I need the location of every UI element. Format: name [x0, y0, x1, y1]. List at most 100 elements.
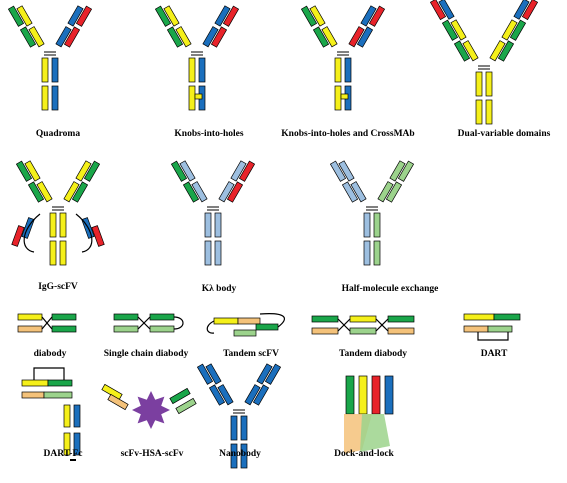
fc-domain: [230, 443, 238, 469]
linker: [375, 318, 389, 332]
nanobody-shape: [196, 363, 282, 469]
tandem-diabody-shape: [311, 315, 415, 335]
fc-domain: [51, 85, 59, 111]
fc-domain: [214, 240, 222, 266]
heavy-chain-domain: [309, 5, 326, 27]
fc-domain: [49, 240, 57, 266]
fc-domain: [334, 85, 342, 111]
fc-domain: [363, 240, 371, 266]
chain-domain: [463, 325, 489, 333]
light-chain-domain: [368, 5, 386, 27]
light-chain-domain: [15, 160, 33, 182]
caption-dock-and-lock: Dock-and-lock: [334, 449, 394, 459]
antibody-kappa-lambda-body: [170, 160, 256, 266]
caption-nanobody: Nanobody: [219, 449, 261, 459]
fc-domain: [240, 443, 248, 469]
caption-tandem-diabody: Tandem diabody: [339, 349, 407, 359]
antibody-dvd: [429, 0, 539, 125]
chain-domain: [47, 379, 73, 387]
heavy-chain-domain: [218, 181, 235, 203]
chain-domain: [255, 323, 279, 331]
light-chain-domain: [453, 40, 471, 62]
fc-domain: [49, 212, 57, 238]
caption-scfv-hsa-scfv: scFv-HSA-scFv: [121, 449, 184, 459]
heavy-chain-domain: [28, 26, 45, 48]
chain-domain: [17, 313, 43, 321]
chain-domain: [463, 313, 495, 321]
fc-domain: [41, 57, 49, 83]
heavy-chain-domain: [438, 0, 455, 20]
fc-domain: [475, 71, 483, 97]
fc-domain: [59, 240, 67, 266]
diabody-shape: [17, 313, 77, 333]
light-chain-domain: [356, 26, 374, 48]
caption-half-molecule-exchange: Half-molecule exchange: [342, 284, 439, 294]
light-chain-domain: [196, 363, 214, 385]
heavy-chain-domain: [360, 5, 377, 27]
chain-domain: [311, 315, 339, 323]
fc-domain: [485, 99, 493, 125]
fab-chain: [371, 375, 381, 415]
light-chain-domain: [341, 181, 359, 203]
light-chain-domain: [83, 160, 101, 182]
scfv-domain: [107, 393, 129, 411]
caption-diabody: diabody: [34, 349, 67, 359]
heavy-chain-domain: [75, 160, 92, 182]
chain-domain: [311, 327, 339, 335]
caption-kih-crossmab: Knobs-into-holes and CrossMAb: [281, 129, 414, 139]
heavy-chain-domain: [205, 363, 222, 385]
heavy-chain-domain: [55, 26, 72, 48]
heavy-chain-domain: [489, 40, 506, 62]
chain-domain: [21, 379, 49, 387]
heavy-chain-domain: [389, 160, 406, 182]
fc-domain: [334, 57, 342, 83]
heavy-chain-domain: [202, 26, 219, 48]
heavy-chain-domain: [338, 160, 355, 182]
scfv-linker: [75, 213, 93, 253]
chain-domain: [213, 317, 239, 325]
scfv-domain: [91, 225, 105, 247]
antibody-kih-crossmab: [300, 5, 386, 111]
heavy-chain-domain: [377, 181, 394, 203]
light-chain-domain: [429, 0, 447, 21]
linker: [259, 313, 286, 328]
dock-and-lock-shape: [344, 375, 394, 454]
fc-domain: [373, 240, 381, 266]
heavy-chain-domain: [513, 0, 530, 20]
heavy-chain-domain: [350, 181, 367, 203]
caption-igg-scfv: IgG-scFV: [38, 282, 78, 292]
light-chain-domain: [170, 160, 188, 182]
caption-dart-fc: DART-Fc: [44, 449, 83, 459]
fab-chain: [358, 375, 368, 415]
fc-domain: [41, 85, 49, 111]
heavy-chain-domain: [501, 19, 518, 41]
heavy-chain-domain: [24, 160, 41, 182]
heavy-chain-domain: [450, 19, 467, 41]
light-chain-domain: [7, 5, 25, 27]
light-chain-domain: [397, 160, 415, 182]
light-chain-domain: [385, 181, 403, 203]
light-chain-domain: [75, 5, 93, 27]
heavy-chain-domain: [256, 363, 273, 385]
chain-domain: [387, 327, 415, 335]
scfv-domain: [175, 397, 197, 415]
chain-domain: [349, 327, 377, 335]
fc-domain: [204, 240, 212, 266]
light-chain-domain: [238, 160, 256, 182]
caption-quadroma: Quadroma: [36, 129, 80, 139]
dart-shape: [463, 313, 521, 341]
light-chain-domain: [300, 5, 318, 27]
heavy-chain-domain: [36, 181, 53, 203]
fc-domain: [188, 57, 196, 83]
hsa-domain: [132, 391, 170, 429]
light-chain-domain: [182, 181, 200, 203]
chain-domain: [233, 329, 257, 337]
heavy-chain-domain: [191, 181, 208, 203]
heavy-chain-domain: [321, 26, 338, 48]
heavy-chain-domain: [67, 5, 84, 27]
caption-knobs-into-holes: Knobs-into-holes: [174, 129, 243, 139]
disulfide-bridge: [33, 367, 65, 380]
chain-domain: [493, 313, 521, 321]
chain-domain: [113, 325, 139, 333]
light-chain-domain: [63, 26, 81, 48]
